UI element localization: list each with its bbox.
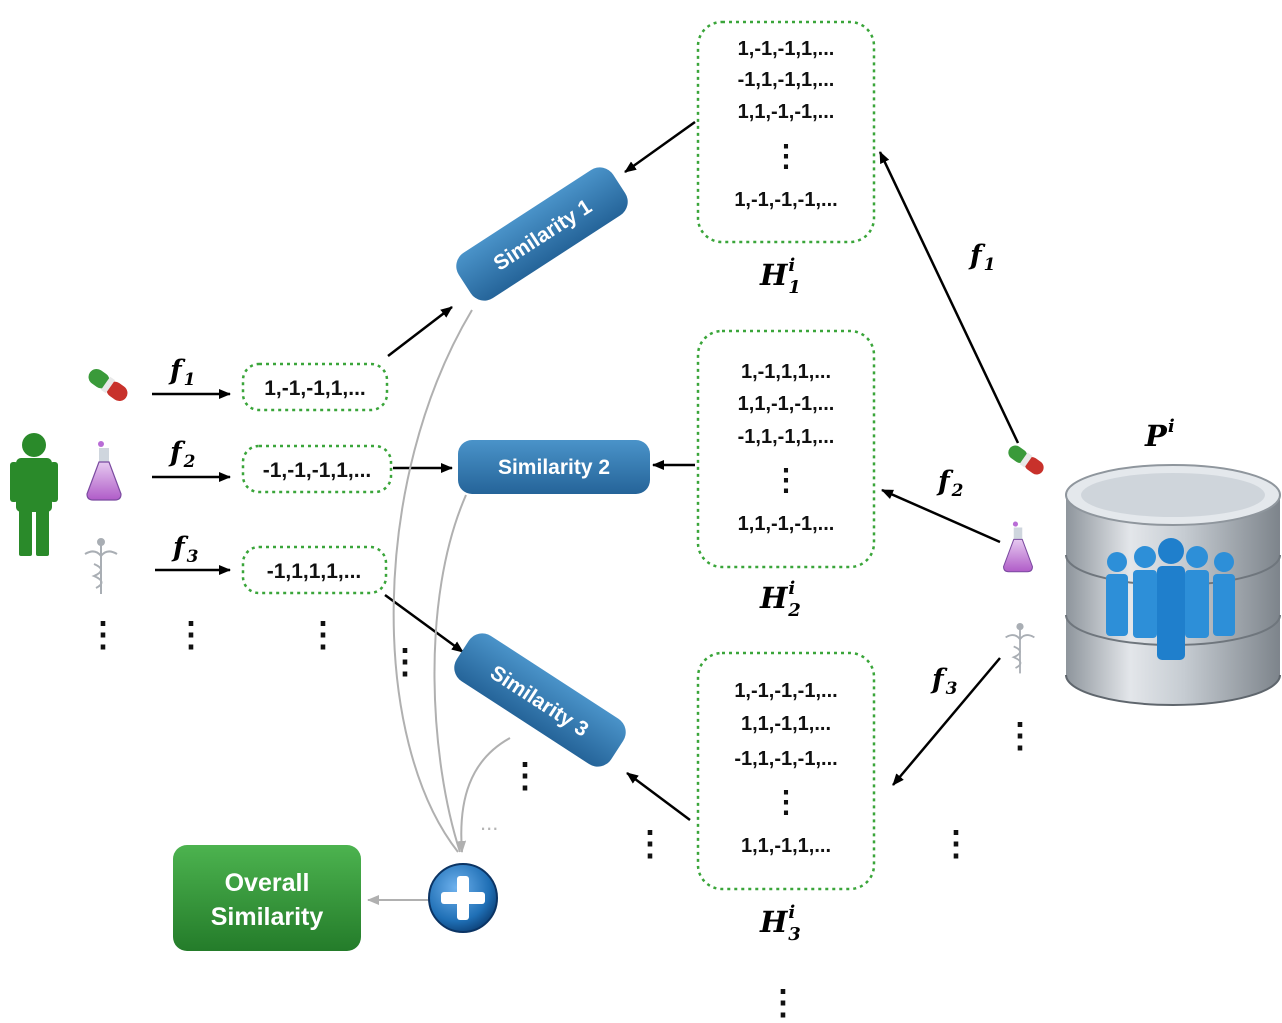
h2-row: -1,1,-1,1,... [738, 426, 835, 448]
grey-arrows [367, 309, 511, 905]
vdots-bottom-center: ⋮ [766, 984, 800, 1022]
arrow-db-to-h1 [878, 151, 1020, 444]
h3-row: -1,1,-1,-1,... [734, 748, 837, 770]
flask-icon-right [1003, 521, 1033, 573]
h2-row: 1,1,-1,-1,... [738, 393, 835, 415]
h3-row: 1,1,-1,1,... [741, 713, 831, 735]
h1-row: 1,1,-1,-1,... [738, 101, 835, 123]
h3-row: 1,-1,-1,-1,... [734, 680, 837, 702]
h3-vdots: ⋮ [771, 786, 801, 819]
svg-text:-1,1,1,1,...: -1,1,1,1,... [267, 560, 362, 583]
overall-similarity-box: Overall Similarity [173, 845, 361, 951]
ellipsis-grey: ... [480, 810, 498, 835]
similarity-3-box: Similarity 3 [454, 633, 626, 767]
similarity-1-box: Similarity 1 [456, 167, 628, 301]
h2-row: 1,1,-1,-1,... [738, 513, 835, 535]
similarity-2-box: Similarity 2 [458, 440, 650, 494]
arrow-db-to-h2 [881, 488, 1001, 544]
arrow-db-to-h3 [892, 657, 1001, 786]
hash-table-1: 1,-1,-1,1,... -1,1,-1,1,... 1,1,-1,-1,..… [696, 20, 876, 244]
vdots-right-icons: ⋮ [1003, 717, 1037, 755]
svg-text:1,-1,-1,1,...: 1,-1,-1,1,... [264, 377, 366, 400]
vertical-ellipses: ⋮ ⋮ ⋮ ⋮ ⋮ ⋮ ⋮ ⋮ ⋮ [86, 616, 1037, 1022]
hash-table-3: 1,-1,-1,-1,... 1,1,-1,1,... -1,1,-1,-1,.… [696, 651, 876, 891]
h3-row: 1,1,-1,1,... [741, 835, 831, 857]
arrow-h3-to-sim3 [626, 771, 691, 822]
query-vector-1: 1,-1,-1,1,... [241, 362, 389, 412]
svg-text:-1,-1,-1,1,...: -1,-1,-1,1,... [263, 459, 372, 482]
h1-vdots: ⋮ [771, 140, 801, 173]
arrow-q3-to-sim3 [384, 593, 464, 654]
arrow-q1-to-sim1 [387, 306, 453, 357]
query-vector-3: -1,1,1,1,... [241, 545, 388, 595]
query-vector-2: -1,-1,-1,1,... [241, 444, 393, 494]
arrow-h1-to-sim1 [624, 120, 696, 174]
h2-vdots: ⋮ [771, 464, 801, 497]
vdots-mid-1: ⋮ [388, 643, 422, 681]
vdots-right-lower: ⋮ [939, 825, 973, 863]
caduceus-icon [84, 538, 118, 594]
people-icon [1106, 538, 1235, 660]
curve-sim1-to-sum [392, 309, 473, 853]
vdots-mid-3: ⋮ [633, 825, 667, 863]
svg-text:Similarity: Similarity [211, 903, 324, 931]
h1-row: 1,-1,-1,1,... [738, 38, 835, 60]
h1-row: 1,-1,-1,-1,... [734, 189, 837, 211]
vdots-vector-col: ⋮ [306, 616, 340, 654]
pill-icon [88, 368, 128, 402]
vdots-patient-col: ⋮ [86, 616, 120, 654]
h2-row: 1,-1,1,1,... [741, 361, 831, 383]
black-arrows [152, 120, 1020, 822]
p-label: Pi [1144, 416, 1175, 453]
hash-table-2: 1,-1,1,1,... 1,1,-1,-1,... -1,1,-1,1,...… [696, 329, 876, 569]
svg-text:Similarity 2: Similarity 2 [498, 456, 610, 479]
vdots-f-col: ⋮ [174, 616, 208, 654]
svg-text:Overall: Overall [225, 869, 310, 897]
plus-icon [428, 863, 498, 933]
curve-sim2-to-sum [433, 494, 467, 853]
vdots-mid-2: ⋮ [508, 757, 542, 795]
patient-icon [10, 433, 58, 556]
pill-icon-right [1008, 445, 1044, 475]
h1-row: -1,1,-1,1,... [738, 69, 835, 91]
flask-icon [86, 441, 122, 501]
curve-sim3-to-sum [456, 737, 511, 853]
caduceus-icon-right [1005, 622, 1035, 674]
